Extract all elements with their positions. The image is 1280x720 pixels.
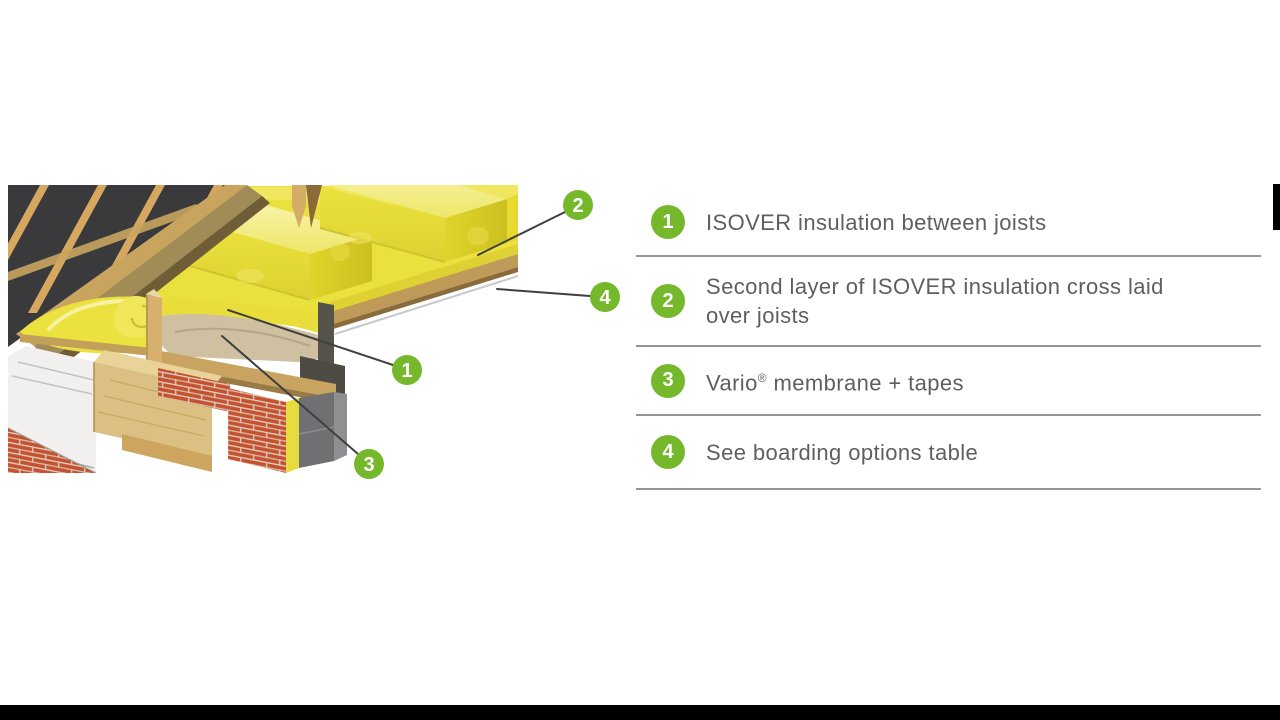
callout-4-badge: 4 — [590, 282, 620, 312]
callout-4-line — [496, 288, 591, 297]
legend: 1 ISOVER insulation between joists 2 Sec… — [636, 189, 1261, 490]
legend-label-4: See boarding options table — [706, 439, 979, 465]
registered-trademark-symbol: ® — [757, 370, 767, 385]
svg-text:2: 2 — [572, 195, 583, 217]
legend-item-2: 2 Second layer of ISOVER insulation cros… — [636, 257, 1261, 347]
bottom-letterbox-bar — [0, 705, 1280, 720]
svg-text:1: 1 — [401, 360, 412, 382]
legend-label-1: ISOVER insulation between joists — [706, 209, 1047, 235]
callout-2-line — [477, 211, 566, 256]
legend-label-3-rest: membrane + tapes — [766, 370, 964, 396]
callout-2-badge: 2 — [563, 190, 593, 220]
right-edge-black-tab — [1273, 184, 1280, 230]
legend-item-4: 4 See boarding options table — [636, 416, 1261, 490]
callout-1-badge: 1 — [392, 355, 422, 385]
svg-text:4: 4 — [599, 287, 611, 309]
block-wall — [286, 392, 347, 473]
legend-label-2: Second layer of ISOVER insulation cross … — [706, 274, 1164, 328]
legend-item-1: 1 ISOVER insulation between joists — [636, 189, 1261, 257]
callout-1-line — [227, 309, 394, 366]
callout-badges: 1 2 3 4 — [354, 190, 620, 479]
insulation-roll — [20, 295, 159, 356]
vario-membrane — [160, 314, 322, 362]
legend-item-3: 3 Vario® membrane + tapes — [636, 347, 1261, 416]
legend-label-3-text: Vario — [706, 370, 758, 396]
legend-badge-4: 4 — [651, 435, 685, 469]
legend-label-3: Vario® membrane + tapes — [706, 364, 964, 397]
brick-wall — [8, 368, 286, 473]
joist-stud — [292, 185, 322, 228]
eaves-opening — [160, 296, 345, 398]
legend-badge-2: 2 — [651, 284, 685, 318]
leader-lines — [221, 211, 591, 455]
legend-badge-3: 3 — [651, 363, 685, 398]
svg-text:3: 3 — [363, 454, 374, 476]
insulation-second-layer-slabs — [189, 185, 518, 301]
eaves-insulation-diagram: 1 2 3 4 — [8, 185, 620, 479]
callout-3-line — [221, 335, 359, 455]
callout-3-badge: 3 — [354, 449, 384, 479]
legend-badge-1: 1 — [651, 205, 685, 239]
boarding-edge — [330, 244, 518, 335]
